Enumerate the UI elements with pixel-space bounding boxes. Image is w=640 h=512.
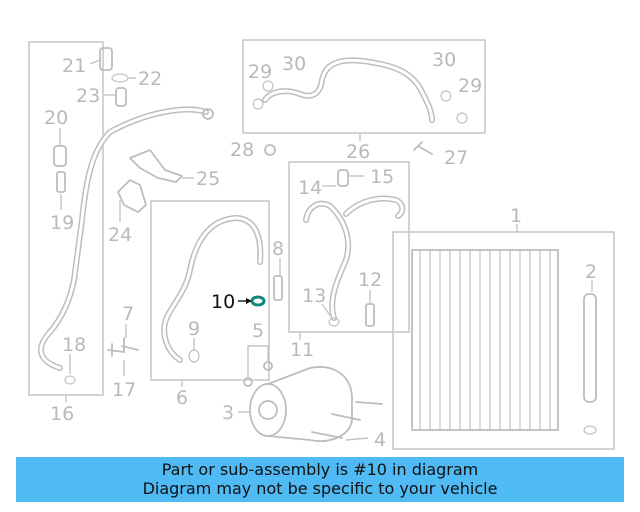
condenser-1 (411, 249, 559, 431)
bolt-8 (273, 275, 283, 301)
condenser-fins (419, 250, 551, 430)
callout-27: 27 (444, 147, 468, 169)
info-banner: Part or sub-assembly is #10 in diagram D… (16, 457, 624, 502)
hose-16-inner (39, 107, 208, 370)
callout-22: 22 (138, 68, 162, 90)
bracket-25 (129, 149, 183, 183)
bolt-12 (365, 303, 375, 327)
callout-9: 9 (188, 318, 200, 340)
group-box-1 (392, 231, 615, 450)
callout-24: 24 (108, 224, 132, 246)
group-box-11 (288, 161, 410, 333)
hose-6-inner (162, 216, 262, 362)
oring-10-highlighted[interactable] (250, 295, 266, 307)
callout-10[interactable]: 10 (211, 291, 235, 313)
leader-13 (321, 303, 333, 319)
fitting-16-end (202, 108, 214, 120)
bracket-24 (117, 179, 147, 213)
valve-19 (56, 171, 66, 193)
group-box-6 (150, 200, 270, 381)
hose-6 (161, 214, 264, 363)
leader-21 (89, 59, 101, 65)
callout-4: 4 (374, 429, 386, 451)
callout-6: 6 (176, 387, 188, 409)
bolt-17 (107, 343, 125, 357)
callout-1: 1 (510, 205, 522, 227)
callout-8: 8 (272, 238, 284, 260)
callout-30-right: 30 (432, 49, 456, 71)
callout-28: 28 (230, 139, 254, 161)
callout-29-right: 29 (458, 75, 482, 97)
hose-11-inner (304, 197, 404, 320)
arrow-10 (246, 298, 252, 304)
nut-28 (264, 144, 276, 156)
callout-19: 19 (50, 212, 74, 234)
compressor-3 (249, 383, 287, 437)
callout-5: 5 (252, 320, 264, 342)
valve-20 (53, 145, 67, 167)
oring-9 (188, 349, 200, 363)
callout-20: 20 (44, 107, 68, 129)
oring-30b (440, 90, 452, 102)
oring-29b (456, 112, 468, 124)
callout-3: 3 (222, 402, 234, 424)
hose-26-inner (263, 58, 434, 122)
drier-2 (583, 293, 597, 403)
oring-18 (64, 375, 76, 385)
banner-line-2: Diagram may not be specific to your vehi… (142, 479, 498, 498)
oring-29a (252, 98, 264, 110)
oring-30a (262, 80, 274, 92)
callout-2: 2 (585, 261, 597, 283)
callout-17: 17 (112, 379, 136, 401)
oring-13 (328, 317, 340, 327)
nut-5b (263, 361, 273, 371)
sensor-21 (99, 47, 113, 71)
bolts-4 (311, 401, 383, 439)
bolt-27 (413, 141, 433, 155)
callout-30-left: 30 (282, 53, 306, 75)
callout-15: 15 (370, 166, 394, 188)
callout-14: 14 (298, 177, 322, 199)
drier-2-cap (583, 425, 597, 435)
leader-5 (247, 345, 269, 378)
compressor-3-hub (258, 400, 278, 420)
compressor-3-body (267, 366, 353, 442)
sensor-15 (337, 169, 349, 187)
callout-12: 12 (358, 269, 382, 291)
group-box-26 (242, 39, 486, 134)
banner-line-1: Part or sub-assembly is #10 in diagram (161, 460, 479, 479)
callout-18: 18 (62, 334, 86, 356)
valve-23 (115, 87, 127, 107)
bolt-7 (121, 337, 139, 353)
callout-26: 26 (346, 141, 370, 163)
callout-23: 23 (76, 85, 100, 107)
oring-22 (111, 73, 129, 83)
callout-11: 11 (290, 339, 314, 361)
leader-4 (345, 437, 369, 441)
callout-25: 25 (196, 168, 220, 190)
callout-21: 21 (62, 55, 86, 77)
callout-29-left: 29 (248, 61, 272, 83)
callout-13: 13 (302, 285, 326, 307)
callout-7: 7 (122, 303, 134, 325)
callout-16: 16 (50, 403, 74, 425)
